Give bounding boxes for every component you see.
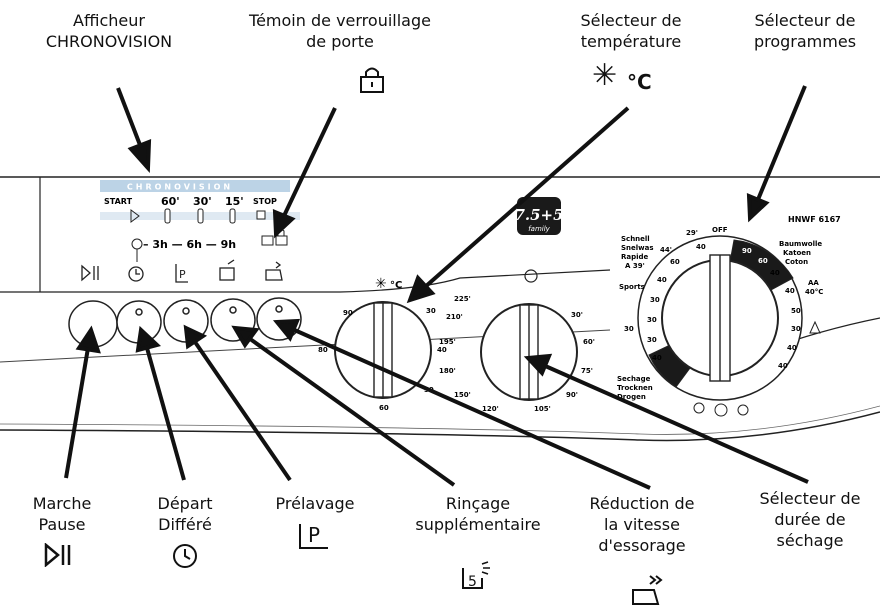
svg-text:40: 40 xyxy=(437,346,447,354)
svg-text:40: 40 xyxy=(770,269,780,277)
display-30: 30' xyxy=(193,195,212,208)
model-number: HNWF 6167 xyxy=(788,215,841,224)
svg-text:30: 30 xyxy=(791,325,801,333)
panel-buttons xyxy=(68,297,302,348)
svg-text:105': 105' xyxy=(534,405,551,413)
label-selecteur-temperature: Sélecteur de température xyxy=(580,11,682,51)
chronovision-band xyxy=(100,180,290,192)
temp-dial-snow: ✳ xyxy=(375,276,387,292)
svg-text:P: P xyxy=(308,523,320,547)
svg-text:75': 75' xyxy=(581,367,593,375)
display-start: START xyxy=(104,197,133,206)
svg-text:40: 40 xyxy=(787,344,797,352)
svg-text:210': 210' xyxy=(446,313,463,321)
svg-text:Sechage: Sechage xyxy=(617,375,651,383)
svg-text:AA: AA xyxy=(808,279,819,287)
label-afficheur-chronovision: Afficheur CHRONOVISION xyxy=(45,11,173,51)
chronovision-band-text: CHRONOVISION xyxy=(127,183,233,192)
svg-text:30: 30 xyxy=(426,307,436,315)
label-reduction-vitesse-essorage: Réduction de la vitesse d'essorage xyxy=(589,494,695,555)
svg-text:90': 90' xyxy=(566,391,578,399)
svg-text:A 39': A 39' xyxy=(625,262,645,270)
svg-text:°C: °C xyxy=(390,280,402,291)
svg-text:120': 120' xyxy=(482,405,499,413)
label-selecteur-duree-sechage: Sélecteur de durée de séchage xyxy=(759,489,861,550)
svg-text:90: 90 xyxy=(742,247,752,255)
celsius-unit: °C xyxy=(627,70,652,94)
svg-text:29': 29' xyxy=(686,229,698,237)
svg-text:Sports: Sports xyxy=(619,283,645,291)
svg-text:30: 30 xyxy=(647,336,657,344)
svg-text:195': 195' xyxy=(439,338,456,346)
svg-text:150': 150' xyxy=(454,391,471,399)
svg-text:30': 30' xyxy=(571,311,583,319)
drying-dial xyxy=(480,303,578,401)
svg-text:30: 30 xyxy=(647,316,657,324)
extra-rinse-icon: 5 xyxy=(462,561,490,590)
svg-text:P: P xyxy=(179,268,186,281)
panel-upper-ledge xyxy=(0,269,611,293)
start-pause-icon xyxy=(44,543,71,567)
display-15: 15' xyxy=(225,195,244,208)
svg-text:Schnell: Schnell xyxy=(621,235,650,243)
svg-text:Drogen: Drogen xyxy=(617,393,646,401)
display-delay: – 3h — 6h — 9h xyxy=(143,238,236,251)
label-temoin-verrouillage: Témoin de verrouillage de porte xyxy=(249,11,431,51)
svg-text:5: 5 xyxy=(468,574,477,590)
svg-text:60: 60 xyxy=(379,404,389,412)
panel-bottom-edge xyxy=(0,411,880,442)
prewash-icon: P xyxy=(299,523,328,549)
model-badge-text: 7.5+5 xyxy=(514,206,563,224)
temperature-dial xyxy=(334,301,432,399)
svg-text:30: 30 xyxy=(650,296,660,304)
svg-text:180': 180' xyxy=(439,367,456,375)
label-selecteur-programmes: Sélecteur de programmes xyxy=(753,11,857,51)
snowflake-icon: ✳ xyxy=(592,58,618,93)
svg-text:40: 40 xyxy=(657,276,667,284)
svg-text:90: 90 xyxy=(343,309,353,317)
svg-text:Baumwolle: Baumwolle xyxy=(779,240,822,248)
svg-text:Snelwas: Snelwas xyxy=(621,244,654,252)
display-start-arrow xyxy=(130,209,140,223)
svg-text:60: 60 xyxy=(758,257,768,265)
display-stop: STOP xyxy=(253,197,277,206)
program-dial xyxy=(637,235,803,401)
svg-text:40°C: 40°C xyxy=(805,288,823,296)
svg-text:Katoen: Katoen xyxy=(783,249,811,257)
svg-text:Rapide: Rapide xyxy=(621,253,649,261)
pointer-arrows xyxy=(64,85,809,490)
display-60: 60' xyxy=(161,195,180,208)
svg-text:80: 80 xyxy=(318,346,328,354)
svg-text:44': 44' xyxy=(660,246,672,254)
svg-text:60': 60' xyxy=(583,338,595,346)
svg-text:225': 225' xyxy=(454,295,471,303)
svg-text:60: 60 xyxy=(670,258,680,266)
svg-text:40: 40 xyxy=(696,243,706,251)
spin-reduction-icon xyxy=(632,575,663,605)
svg-text:50: 50 xyxy=(791,307,801,315)
svg-text:40: 40 xyxy=(652,354,662,362)
svg-text:Coton: Coton xyxy=(785,258,808,266)
label-rincage-supplementaire: Rinçage supplémentaire xyxy=(415,494,541,534)
label-depart-differe: Départ Différé xyxy=(157,494,213,534)
clock-icon xyxy=(173,544,197,568)
svg-text:40: 40 xyxy=(778,362,788,370)
svg-text:40: 40 xyxy=(785,287,795,295)
panel-bottom-edge2 xyxy=(0,405,880,435)
lock-icon xyxy=(360,67,384,93)
label-prelavage: Prélavage xyxy=(275,494,355,513)
svg-text:Trocknen: Trocknen xyxy=(617,384,653,392)
model-badge-sub: family xyxy=(528,225,550,233)
label-marche-pause: Marche Pause xyxy=(32,494,92,534)
model-badge xyxy=(517,197,561,235)
svg-text:OFF: OFF xyxy=(712,226,728,234)
svg-text:30: 30 xyxy=(624,325,634,333)
